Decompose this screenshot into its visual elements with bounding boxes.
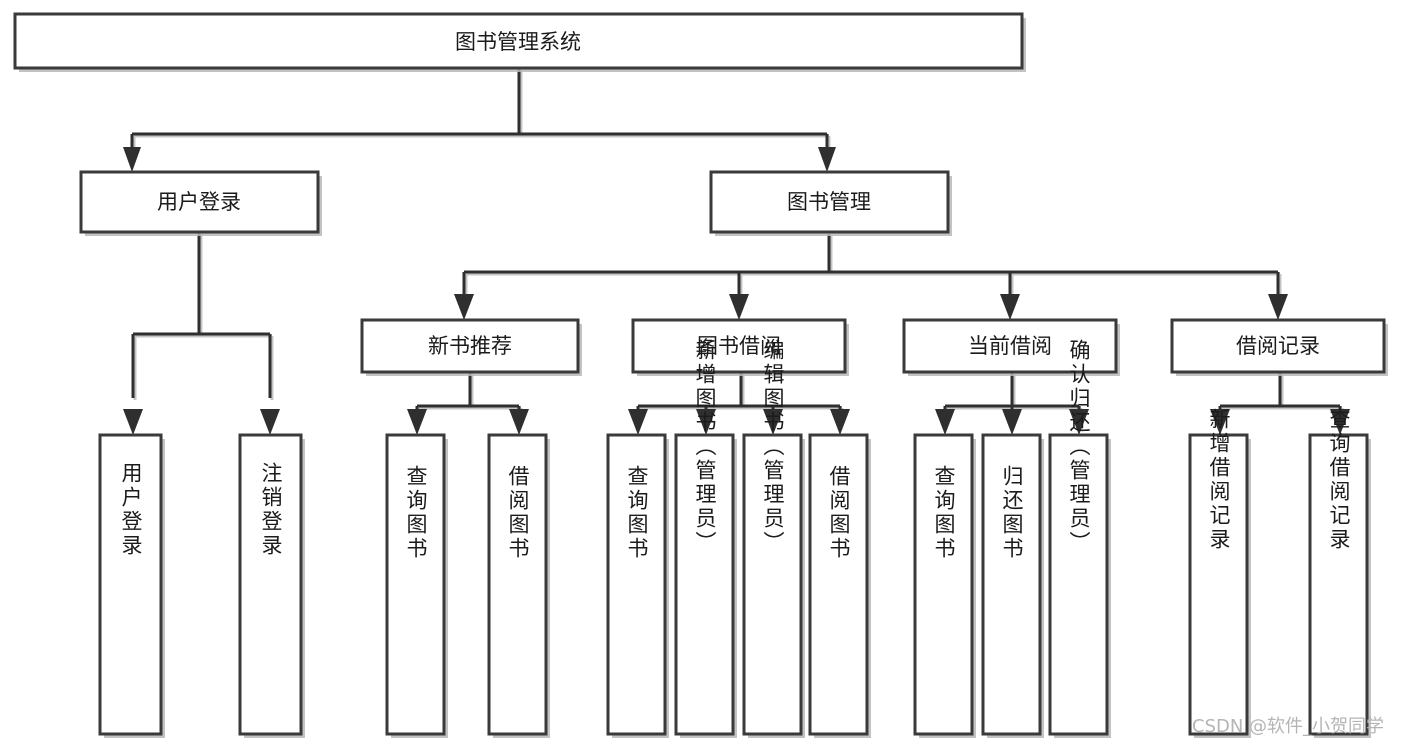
connector-borrow-record-to-leaves bbox=[1210, 372, 1350, 435]
node-leaf-user-login[interactable]: 用户登录 bbox=[98, 433, 165, 738]
node-leaf-return-book[interactable]: 归还图书 bbox=[981, 433, 1044, 738]
node-leaf-add-book[interactable]: 新增图书（管理员） bbox=[674, 339, 737, 738]
node-leaf-query-record[interactable]: 查询借阅记录 bbox=[1308, 408, 1371, 738]
node-leaf-add-book-label: 新增图书（管理员） bbox=[693, 339, 717, 555]
node-leaf-borrow-book-1-label: 借阅图书 bbox=[506, 465, 530, 561]
node-book-borrow-label: 图书借阅 bbox=[697, 334, 781, 358]
node-root[interactable]: 图书管理系统 bbox=[13, 12, 1026, 72]
watermark-label: CSDN @软件_小贺同学 bbox=[1192, 716, 1384, 737]
node-borrow-record-label: 借阅记录 bbox=[1236, 334, 1320, 358]
node-user-login[interactable]: 用户登录 bbox=[79, 170, 322, 236]
node-leaf-add-record-label: 新增借阅记录 bbox=[1207, 408, 1231, 552]
connector-user-login-to-leaves bbox=[123, 232, 280, 435]
node-current-borrow-label: 当前借阅 bbox=[968, 334, 1052, 358]
connector-layer bbox=[123, 68, 1350, 435]
connector-new-book-to-leaves bbox=[407, 372, 529, 435]
node-leaf-query-book-2-label: 查询图书 bbox=[625, 465, 649, 561]
node-leaf-query-book-1-label: 查询图书 bbox=[404, 465, 428, 561]
node-leaf-user-login-label: 用户登录 bbox=[119, 462, 143, 558]
node-leaf-logout-login[interactable]: 注销登录 bbox=[238, 433, 305, 738]
node-book-management[interactable]: 图书管理 bbox=[709, 170, 952, 236]
node-current-borrow[interactable]: 当前借阅 bbox=[902, 318, 1120, 376]
connector-root-to-level2 bbox=[123, 68, 836, 172]
node-leaf-borrow-book-2[interactable]: 借阅图书 bbox=[808, 433, 871, 738]
node-leaf-return-book-label: 归还图书 bbox=[1000, 465, 1024, 561]
node-leaf-confirm-return[interactable]: 确认归还（管理员） bbox=[1048, 339, 1111, 738]
node-leaf-edit-book-label: 编辑图书（管理员） bbox=[761, 339, 785, 555]
node-book-management-label: 图书管理 bbox=[787, 190, 871, 214]
connector-level2-to-level3 bbox=[454, 234, 1288, 320]
connector-current-borrow-to-leaves bbox=[935, 372, 1089, 435]
node-borrow-record[interactable]: 借阅记录 bbox=[1170, 318, 1388, 376]
node-leaf-query-book-1[interactable]: 查询图书 bbox=[385, 433, 448, 738]
node-book-borrow[interactable]: 图书借阅 bbox=[631, 318, 849, 376]
node-leaf-query-book-3-label: 查询图书 bbox=[932, 465, 956, 561]
node-leaf-confirm-return-label: 确认归还（管理员） bbox=[1067, 339, 1091, 555]
node-leaf-query-book-3[interactable]: 查询图书 bbox=[913, 433, 976, 738]
node-leaf-borrow-book-1[interactable]: 借阅图书 bbox=[487, 433, 550, 738]
connector-book-borrow-to-leaves bbox=[628, 372, 850, 435]
node-root-label: 图书管理系统 bbox=[455, 30, 581, 54]
node-leaf-query-record-label: 查询借阅记录 bbox=[1327, 408, 1351, 552]
node-leaf-borrow-book-2-label: 借阅图书 bbox=[827, 465, 851, 561]
node-leaf-add-record[interactable]: 新增借阅记录 bbox=[1188, 408, 1251, 738]
node-leaf-edit-book[interactable]: 编辑图书（管理员） bbox=[742, 339, 805, 738]
node-new-book-recommend[interactable]: 新书推荐 bbox=[360, 318, 582, 376]
node-user-login-label: 用户登录 bbox=[157, 190, 241, 214]
node-leaf-logout-login-label: 注销登录 bbox=[259, 462, 283, 558]
node-new-book-recommend-label: 新书推荐 bbox=[428, 334, 512, 358]
node-leaf-query-book-2[interactable]: 查询图书 bbox=[606, 433, 669, 738]
